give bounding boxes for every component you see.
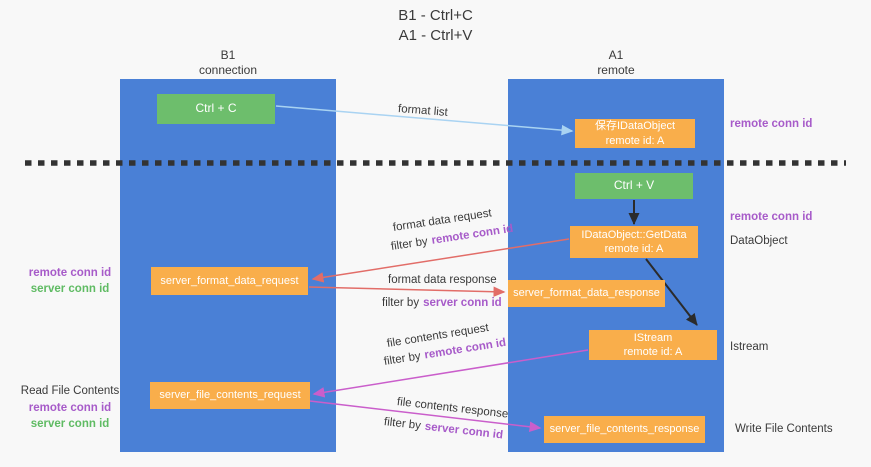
format-data-response-arrow xyxy=(308,286,506,297)
lane-header-a1: A1 remote xyxy=(508,48,724,78)
getdata-line1: IDataObject::GetData xyxy=(581,228,687,241)
lane-b1-name: B1 xyxy=(220,48,236,62)
annotation-remote-conn-id-top: remote conn id xyxy=(730,118,813,130)
annotation-write-file-contents: Write File Contents xyxy=(735,423,833,435)
lane-a1-subtitle: remote xyxy=(597,63,635,77)
title-line-1: B1 - Ctrl+C xyxy=(398,7,473,24)
node-idataobject-getdata: IDataObject::GetData remote id: A xyxy=(570,226,698,258)
read-file-contents-label: Read File Contents xyxy=(20,385,120,397)
ctrl-c-label: Ctrl + C xyxy=(195,101,237,116)
remote-conn-id-label: remote conn id xyxy=(28,267,112,279)
format-list-label: format list xyxy=(397,103,449,119)
node-istream: IStream remote id: A xyxy=(589,330,717,360)
server-conn-id-key: server conn id xyxy=(424,420,504,442)
server-conn-id-key: server conn id xyxy=(423,297,502,309)
annotation-remote-conn-id-mid: remote conn id xyxy=(730,211,813,223)
annotation-dataobject: DataObject xyxy=(730,235,788,247)
node-ctrl-v: Ctrl + V xyxy=(575,173,693,199)
format-data-response-label: format data response xyxy=(388,274,497,286)
server-format-data-request-label: server_format_data_request xyxy=(160,274,299,287)
save-idataobject-line1: 保存IDataObject xyxy=(594,120,676,133)
server-conn-id-label: server conn id xyxy=(30,417,110,430)
istream-line1: IStream xyxy=(633,331,673,344)
istream-line2: remote id: A xyxy=(623,346,683,358)
node-server-format-data-response: server_format_data_response xyxy=(508,280,665,307)
annotation-istream: Istream xyxy=(730,341,769,353)
server-file-contents-request-label: server_file_contents_request xyxy=(159,389,301,402)
node-ctrl-c: Ctrl + C xyxy=(157,94,275,124)
server-format-data-response-label: server_format_data_response xyxy=(513,287,660,300)
node-server-format-data-request: server_format_data_request xyxy=(151,267,308,295)
server-file-contents-response-label: server_file_contents_response xyxy=(549,423,700,436)
lane-b1-subtitle: connection xyxy=(198,63,258,77)
lane-header-b1: B1 connection xyxy=(120,48,336,78)
getdata-line2: remote id: A xyxy=(604,243,664,255)
annotation-left-conn-ids-1: remote conn id server conn id xyxy=(15,266,125,297)
annotation-read-file-contents: Read File Contents xyxy=(15,384,125,400)
filter-by-text: filter by xyxy=(390,235,429,253)
lane-a1-name: A1 xyxy=(608,48,624,62)
filter-by-text: filter by xyxy=(383,416,422,433)
node-server-file-contents-response: server_file_contents_response xyxy=(544,416,705,443)
diagram-title: B1 - Ctrl+C A1 - Ctrl+V xyxy=(0,6,871,45)
file-contents-response-label: file contents response xyxy=(396,396,509,421)
ctrl-v-label: Ctrl + V xyxy=(613,178,655,193)
node-save-idataobject: 保存IDataObject remote id: A xyxy=(575,119,695,148)
server-conn-id-label: server conn id xyxy=(30,282,110,295)
title-line-2: A1 - Ctrl+V xyxy=(398,26,473,44)
filter-by-text: filter by xyxy=(383,350,422,368)
annotation-left-conn-ids-2: remote conn id server conn id xyxy=(15,401,125,432)
node-server-file-contents-request: server_file_contents_request xyxy=(150,382,310,409)
save-idataobject-line2: remote id: A xyxy=(605,134,665,147)
remote-conn-id-label: remote conn id xyxy=(28,402,112,414)
filter-by-text: filter by xyxy=(382,297,420,309)
